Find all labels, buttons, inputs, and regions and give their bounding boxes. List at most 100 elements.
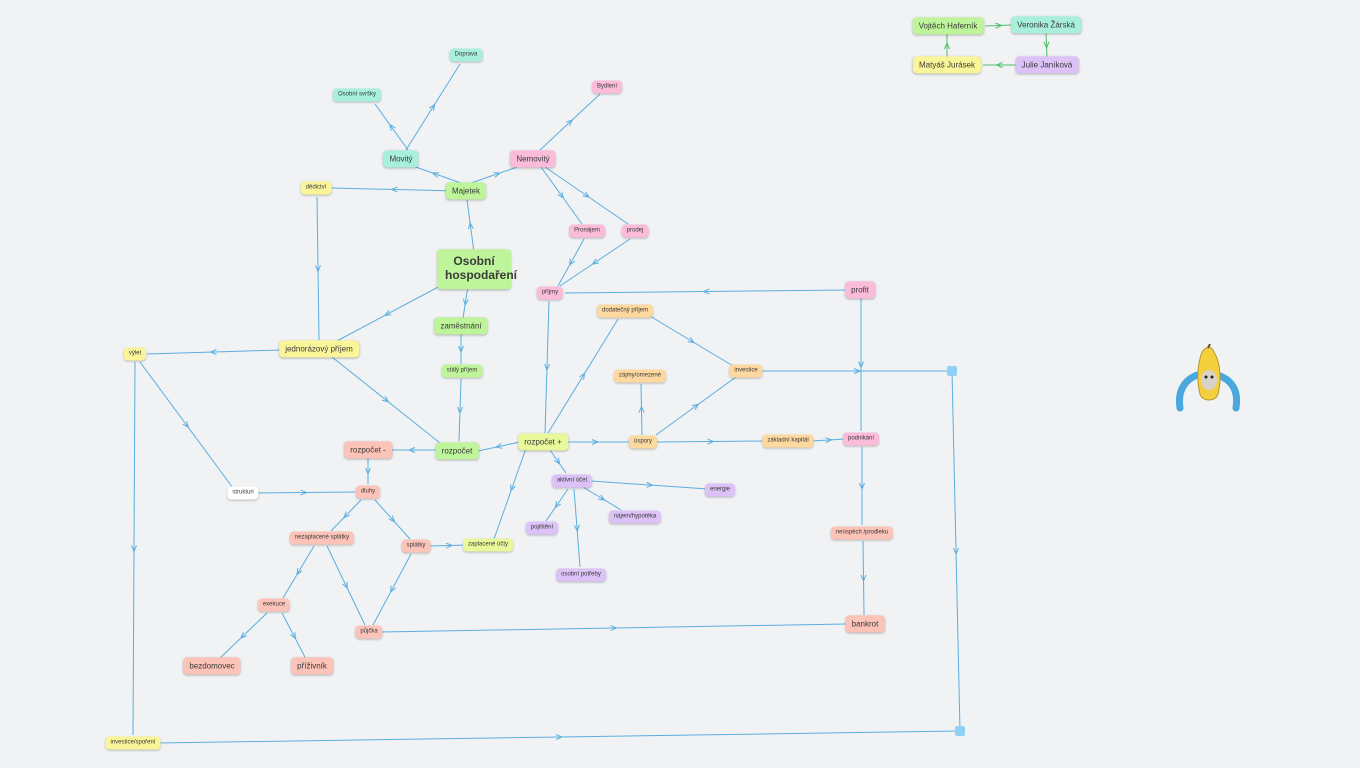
connector-line xyxy=(649,315,734,367)
arrow-marker xyxy=(707,438,715,445)
node-zakladni-kapital[interactable]: základní kapitál xyxy=(762,434,814,448)
node-bezdomovec[interactable]: bezdomovec xyxy=(183,657,241,675)
node-neuspech[interactable]: neúspěch /prodleku xyxy=(830,526,894,540)
node-rozpocet[interactable]: rozpočet xyxy=(435,442,479,460)
node-staly-prijem[interactable]: stálý příjem xyxy=(441,364,483,378)
node-najem-hypoteka[interactable]: nájem/hypotéka xyxy=(608,510,662,524)
arrow-marker xyxy=(610,625,618,632)
connector-line xyxy=(139,361,234,489)
node-julie-janikova[interactable]: Julie Janíková xyxy=(1015,56,1079,74)
connector-line xyxy=(477,441,521,452)
node-bydleni[interactable]: Bydlení xyxy=(591,80,623,94)
banana-cat-sticker xyxy=(1176,344,1241,412)
arrow-marker xyxy=(182,420,190,429)
connector-line xyxy=(573,488,581,568)
connector-line xyxy=(640,383,643,436)
arrow-marker xyxy=(390,186,398,193)
node-pronajem[interactable]: Pronájem xyxy=(569,224,605,238)
connector-line xyxy=(157,730,961,744)
node-investice-sporeni[interactable]: investice/spoření xyxy=(105,736,161,750)
node-podnikani[interactable]: podnikání xyxy=(842,432,880,446)
node-pujcka[interactable]: půjčka xyxy=(355,625,383,639)
node-nezaplacene-splatky[interactable]: nezaplacené splátky xyxy=(289,531,355,545)
arrow-marker xyxy=(342,581,348,590)
connector-line xyxy=(334,285,441,343)
node-rozpocet-minus[interactable]: rozpočet - xyxy=(344,441,392,459)
connector-line xyxy=(493,436,531,540)
node-pojisteni[interactable]: pojištění xyxy=(525,521,559,535)
arrow-marker xyxy=(300,489,308,496)
node-osobni-svrsky[interactable]: Osobní svršky xyxy=(332,88,382,102)
connector-line xyxy=(330,499,362,532)
connector-line xyxy=(539,93,601,151)
connector-line xyxy=(281,612,307,660)
arrow-marker xyxy=(365,467,371,476)
node-zajmy-omezene[interactable]: zájmy/omezené xyxy=(613,369,667,383)
connector-line xyxy=(331,187,458,192)
arrow-marker xyxy=(557,191,565,199)
node-uspory[interactable]: úspory xyxy=(628,435,658,449)
node-prijmy[interactable]: příjmy xyxy=(536,286,564,300)
connector-line xyxy=(544,166,629,225)
arrow-marker xyxy=(598,494,606,501)
node-zamestnani[interactable]: zaměstnání xyxy=(434,317,488,335)
connector-line xyxy=(251,491,356,494)
node-vojtech-hafernik[interactable]: Vojtěch Haferník xyxy=(912,17,984,35)
node-profit[interactable]: profit xyxy=(845,281,875,299)
connector-handle[interactable] xyxy=(947,366,957,376)
node-nemovity[interactable]: Nemovitý xyxy=(510,150,556,168)
node-movity[interactable]: Movitý xyxy=(383,150,419,168)
connector-line xyxy=(326,545,366,626)
node-dodatecny-prijem[interactable]: dodatečný příjem xyxy=(596,304,654,318)
connector-line xyxy=(545,488,569,522)
node-osobni-hospodareni[interactable]: Osobní hospodaření xyxy=(437,249,517,289)
arrow-marker xyxy=(646,481,654,488)
node-investice[interactable]: investice xyxy=(729,364,763,378)
connector-line xyxy=(559,238,631,287)
connector-line xyxy=(458,378,462,442)
connector-line xyxy=(146,349,281,355)
node-veronika-zarska[interactable]: Veronika Žárská xyxy=(1011,16,1081,34)
node-strukturi[interactable]: strukturi xyxy=(227,486,259,500)
node-prizivnik[interactable]: příživník xyxy=(291,657,333,675)
node-matyas-jurasek[interactable]: Matyáš Jurásek xyxy=(912,56,982,74)
node-bankrot[interactable]: bankrot xyxy=(845,615,885,633)
node-rozpocet-plus[interactable]: rozpočet + xyxy=(518,433,568,451)
arrow-marker xyxy=(407,447,416,453)
node-doprava[interactable]: Doprava xyxy=(449,48,483,62)
connector-handle[interactable] xyxy=(955,726,965,736)
node-jednorazovy-prijem[interactable]: jednorázový příjem xyxy=(279,340,359,358)
node-exekuce[interactable]: exekuce xyxy=(257,598,291,612)
arrow-marker xyxy=(431,172,440,178)
connector-line xyxy=(549,449,567,474)
connector-line xyxy=(132,361,136,736)
arrow-marker xyxy=(591,258,599,265)
connector-line xyxy=(862,540,865,616)
node-osobni-potreby[interactable]: osobní potřeby xyxy=(556,568,606,582)
connector-line xyxy=(811,438,846,442)
node-dedictvi[interactable]: dědictví xyxy=(300,181,332,195)
node-dluhy[interactable]: dluhy xyxy=(355,485,381,499)
node-aktivni-ucet[interactable]: aktivní účet xyxy=(551,474,593,488)
node-majetek[interactable]: Majetek xyxy=(445,182,487,200)
arrow-marker xyxy=(463,298,469,307)
node-splatky[interactable]: splátky xyxy=(401,539,431,553)
connector-line xyxy=(655,440,766,443)
node-prodej[interactable]: prodej xyxy=(621,224,649,238)
arrow-marker xyxy=(687,337,696,344)
arrow-marker xyxy=(428,103,436,111)
connector-line xyxy=(331,356,441,444)
arrow-marker xyxy=(858,361,864,369)
arrow-marker xyxy=(638,405,645,413)
node-zaplacene-ucty[interactable]: zaplacené účty xyxy=(462,538,514,552)
arrow-marker xyxy=(544,363,551,372)
node-energie[interactable]: energie xyxy=(704,483,736,497)
arrow-marker xyxy=(579,372,586,380)
node-vylet[interactable]: výlet xyxy=(123,347,147,361)
connector-line xyxy=(466,199,475,253)
arrow-marker xyxy=(296,568,303,576)
arrow-marker xyxy=(290,632,296,640)
connector-line xyxy=(951,370,961,732)
